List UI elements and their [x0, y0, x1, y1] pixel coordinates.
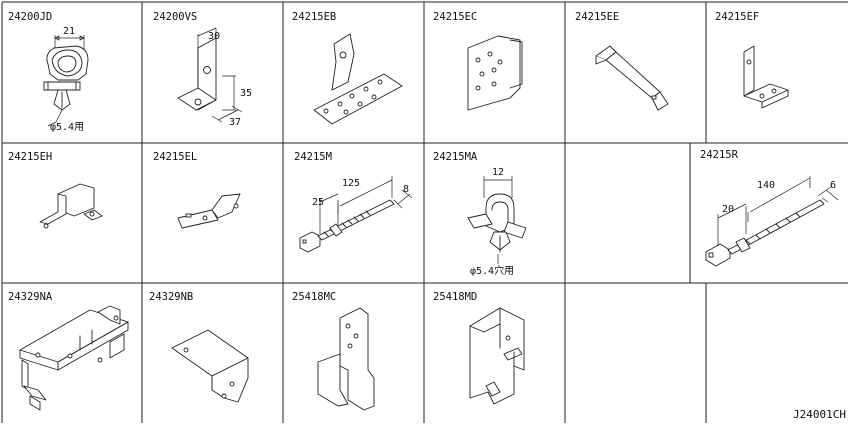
bracket-drawing [177, 27, 243, 123]
part-cell-24215ee[interactable]: 24215EE [575, 11, 669, 111]
dimension-label: 25 [312, 197, 324, 208]
diagram-code: J24001CH [793, 408, 846, 421]
part-number-label: 24215EH [8, 151, 52, 163]
part-number-label: 24215R [700, 149, 739, 161]
part-number-label: 24215EF [715, 11, 759, 23]
hole-note: φ5.4用 [50, 122, 84, 133]
part-number-label: 24329NA [8, 291, 53, 303]
part-cell-24200vs[interactable]: 24200VS 30 35 37 [153, 11, 252, 128]
dimension-label: 20 [722, 204, 734, 215]
part-cell-24329na[interactable]: 24329NA [8, 291, 129, 411]
part-cell-24215m[interactable]: 24215M 125 25 8 [294, 151, 413, 253]
bracket-drawing [469, 307, 525, 405]
part-number-label: 24200VS [153, 11, 197, 23]
part-number-label: 24215MA [433, 151, 478, 163]
dimension-label: 30 [208, 31, 220, 42]
part-cell-24200jd[interactable]: 24200JD 21 φ5.4用 [8, 11, 89, 133]
bracket-drawing [39, 183, 103, 229]
dimension-label: 37 [229, 117, 241, 128]
bracket-drawing [171, 329, 249, 403]
dimension-label: 140 [757, 180, 775, 191]
bracket-drawing [317, 307, 375, 411]
part-cell-24215eb[interactable]: 24215EB [292, 11, 403, 125]
part-cell-24215el[interactable]: 24215EL [153, 151, 241, 229]
part-cell-24215ef[interactable]: 24215EF [715, 11, 789, 109]
cable-tie-drawing [299, 176, 413, 253]
part-number-label: 24215EB [292, 11, 336, 23]
hole-note: φ5.4穴用 [470, 264, 514, 277]
cable-tie-drawing [705, 176, 839, 267]
part-cell-25418md[interactable]: 25418MD [433, 291, 525, 405]
bracket-drawing [313, 33, 403, 125]
clip-drawing [467, 176, 527, 264]
dimension-label: 8 [403, 184, 409, 195]
part-number-label: 24329NB [149, 291, 193, 303]
part-number-label: 25418MD [433, 291, 477, 303]
bracket-drawing [19, 305, 129, 411]
part-number-label: 24200JD [8, 11, 52, 23]
dimension-label: 125 [342, 178, 360, 189]
part-number-label: 24215M [294, 151, 332, 163]
clip-drawing [43, 35, 89, 127]
dimension-label: 12 [492, 167, 504, 178]
dimension-label: 35 [240, 88, 252, 99]
part-number-label: 24215EE [575, 11, 619, 23]
dimension-label: 21 [63, 26, 75, 37]
dimension-label: 6 [830, 180, 836, 191]
part-number-label: 24215EC [433, 11, 477, 23]
part-cell-24215ec[interactable]: 24215EC [433, 11, 523, 111]
plate-drawing [467, 35, 523, 111]
part-cell-24215eh[interactable]: 24215EH [8, 151, 103, 229]
part-cell-24215ma[interactable]: 24215MA 12 φ5.4穴用 [433, 151, 527, 277]
part-number-label: 24215EL [153, 151, 197, 163]
part-cell-24215r[interactable]: 24215R 140 20 6 [700, 149, 839, 267]
bracket-drawing [177, 193, 241, 229]
part-cell-25418mc[interactable]: 25418MC [292, 291, 375, 411]
strap-drawing [595, 45, 669, 111]
part-number-label: 25418MC [292, 291, 336, 303]
bracket-drawing [743, 45, 789, 109]
part-cell-24329nb[interactable]: 24329NB [149, 291, 249, 403]
